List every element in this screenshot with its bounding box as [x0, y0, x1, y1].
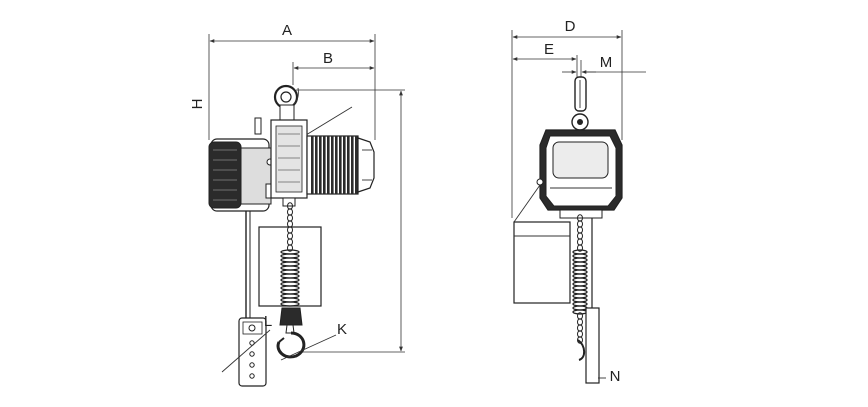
chain-link	[577, 330, 583, 338]
cooling-fin	[335, 136, 338, 194]
chain-link	[287, 220, 293, 228]
side-view: A B H	[189, 22, 405, 387]
top-suspension-hook	[273, 84, 299, 122]
dimension-label-d: D	[565, 18, 576, 35]
cooling-fin	[315, 136, 318, 194]
dimension-label-a: A	[282, 22, 292, 39]
part-label-k: K	[337, 321, 347, 338]
chain-link	[577, 244, 583, 252]
gearbox-housing	[208, 138, 274, 212]
pendant-controller-front	[585, 307, 600, 384]
chain-link	[287, 214, 293, 222]
cooling-fin	[311, 136, 314, 194]
bottom-hook	[276, 307, 306, 359]
bottom-hook-front	[577, 339, 586, 361]
spring-buffer-front	[572, 249, 588, 315]
pendant-controller	[238, 317, 267, 387]
hoist-body-front	[536, 129, 623, 219]
dimension-label-m: M	[600, 54, 613, 71]
chain-link	[287, 208, 293, 216]
dimension-d: D	[511, 18, 623, 218]
dimension-e: E	[512, 41, 578, 80]
dimension-h: H	[189, 89, 405, 353]
center-frame	[254, 117, 308, 207]
chain-link	[577, 232, 583, 240]
cooling-fin	[327, 136, 330, 194]
dimension-label-e: E	[544, 41, 554, 58]
part-label-n: N	[610, 368, 621, 385]
spring-coil	[280, 301, 300, 307]
cooling-fin	[319, 136, 322, 194]
chain-link	[577, 318, 583, 326]
chain-link	[577, 324, 583, 332]
leader-line-k	[280, 334, 337, 361]
spring-buffer	[280, 249, 300, 307]
spring-coil	[572, 309, 588, 315]
cooling-fin	[331, 136, 334, 194]
dimension-label-b: B	[323, 50, 333, 67]
cooling-fin	[343, 136, 346, 194]
part-label-l: L	[264, 313, 272, 330]
chain-link	[577, 226, 583, 234]
chain-link	[287, 244, 293, 252]
front-view: D E M	[511, 18, 646, 385]
dimension-label-h: H	[189, 99, 206, 110]
cooling-fin	[339, 136, 342, 194]
cooling-fin	[351, 136, 354, 194]
cooling-fin	[347, 136, 350, 194]
dimension-a: A	[208, 22, 376, 140]
cooling-fin	[355, 136, 358, 194]
load-chain-front	[577, 214, 583, 344]
leader-line-l	[221, 329, 271, 373]
load-chain	[287, 202, 293, 252]
motor-housing	[306, 135, 375, 195]
chain-bag-front	[513, 184, 571, 304]
chain-link	[577, 220, 583, 228]
dimension-b: B	[292, 50, 375, 85]
cooling-fin	[323, 136, 326, 194]
top-suspension-hook-front	[571, 76, 589, 131]
chain-link	[577, 238, 583, 246]
leader-line-hook	[305, 106, 353, 136]
dimension-m: M	[562, 54, 646, 80]
